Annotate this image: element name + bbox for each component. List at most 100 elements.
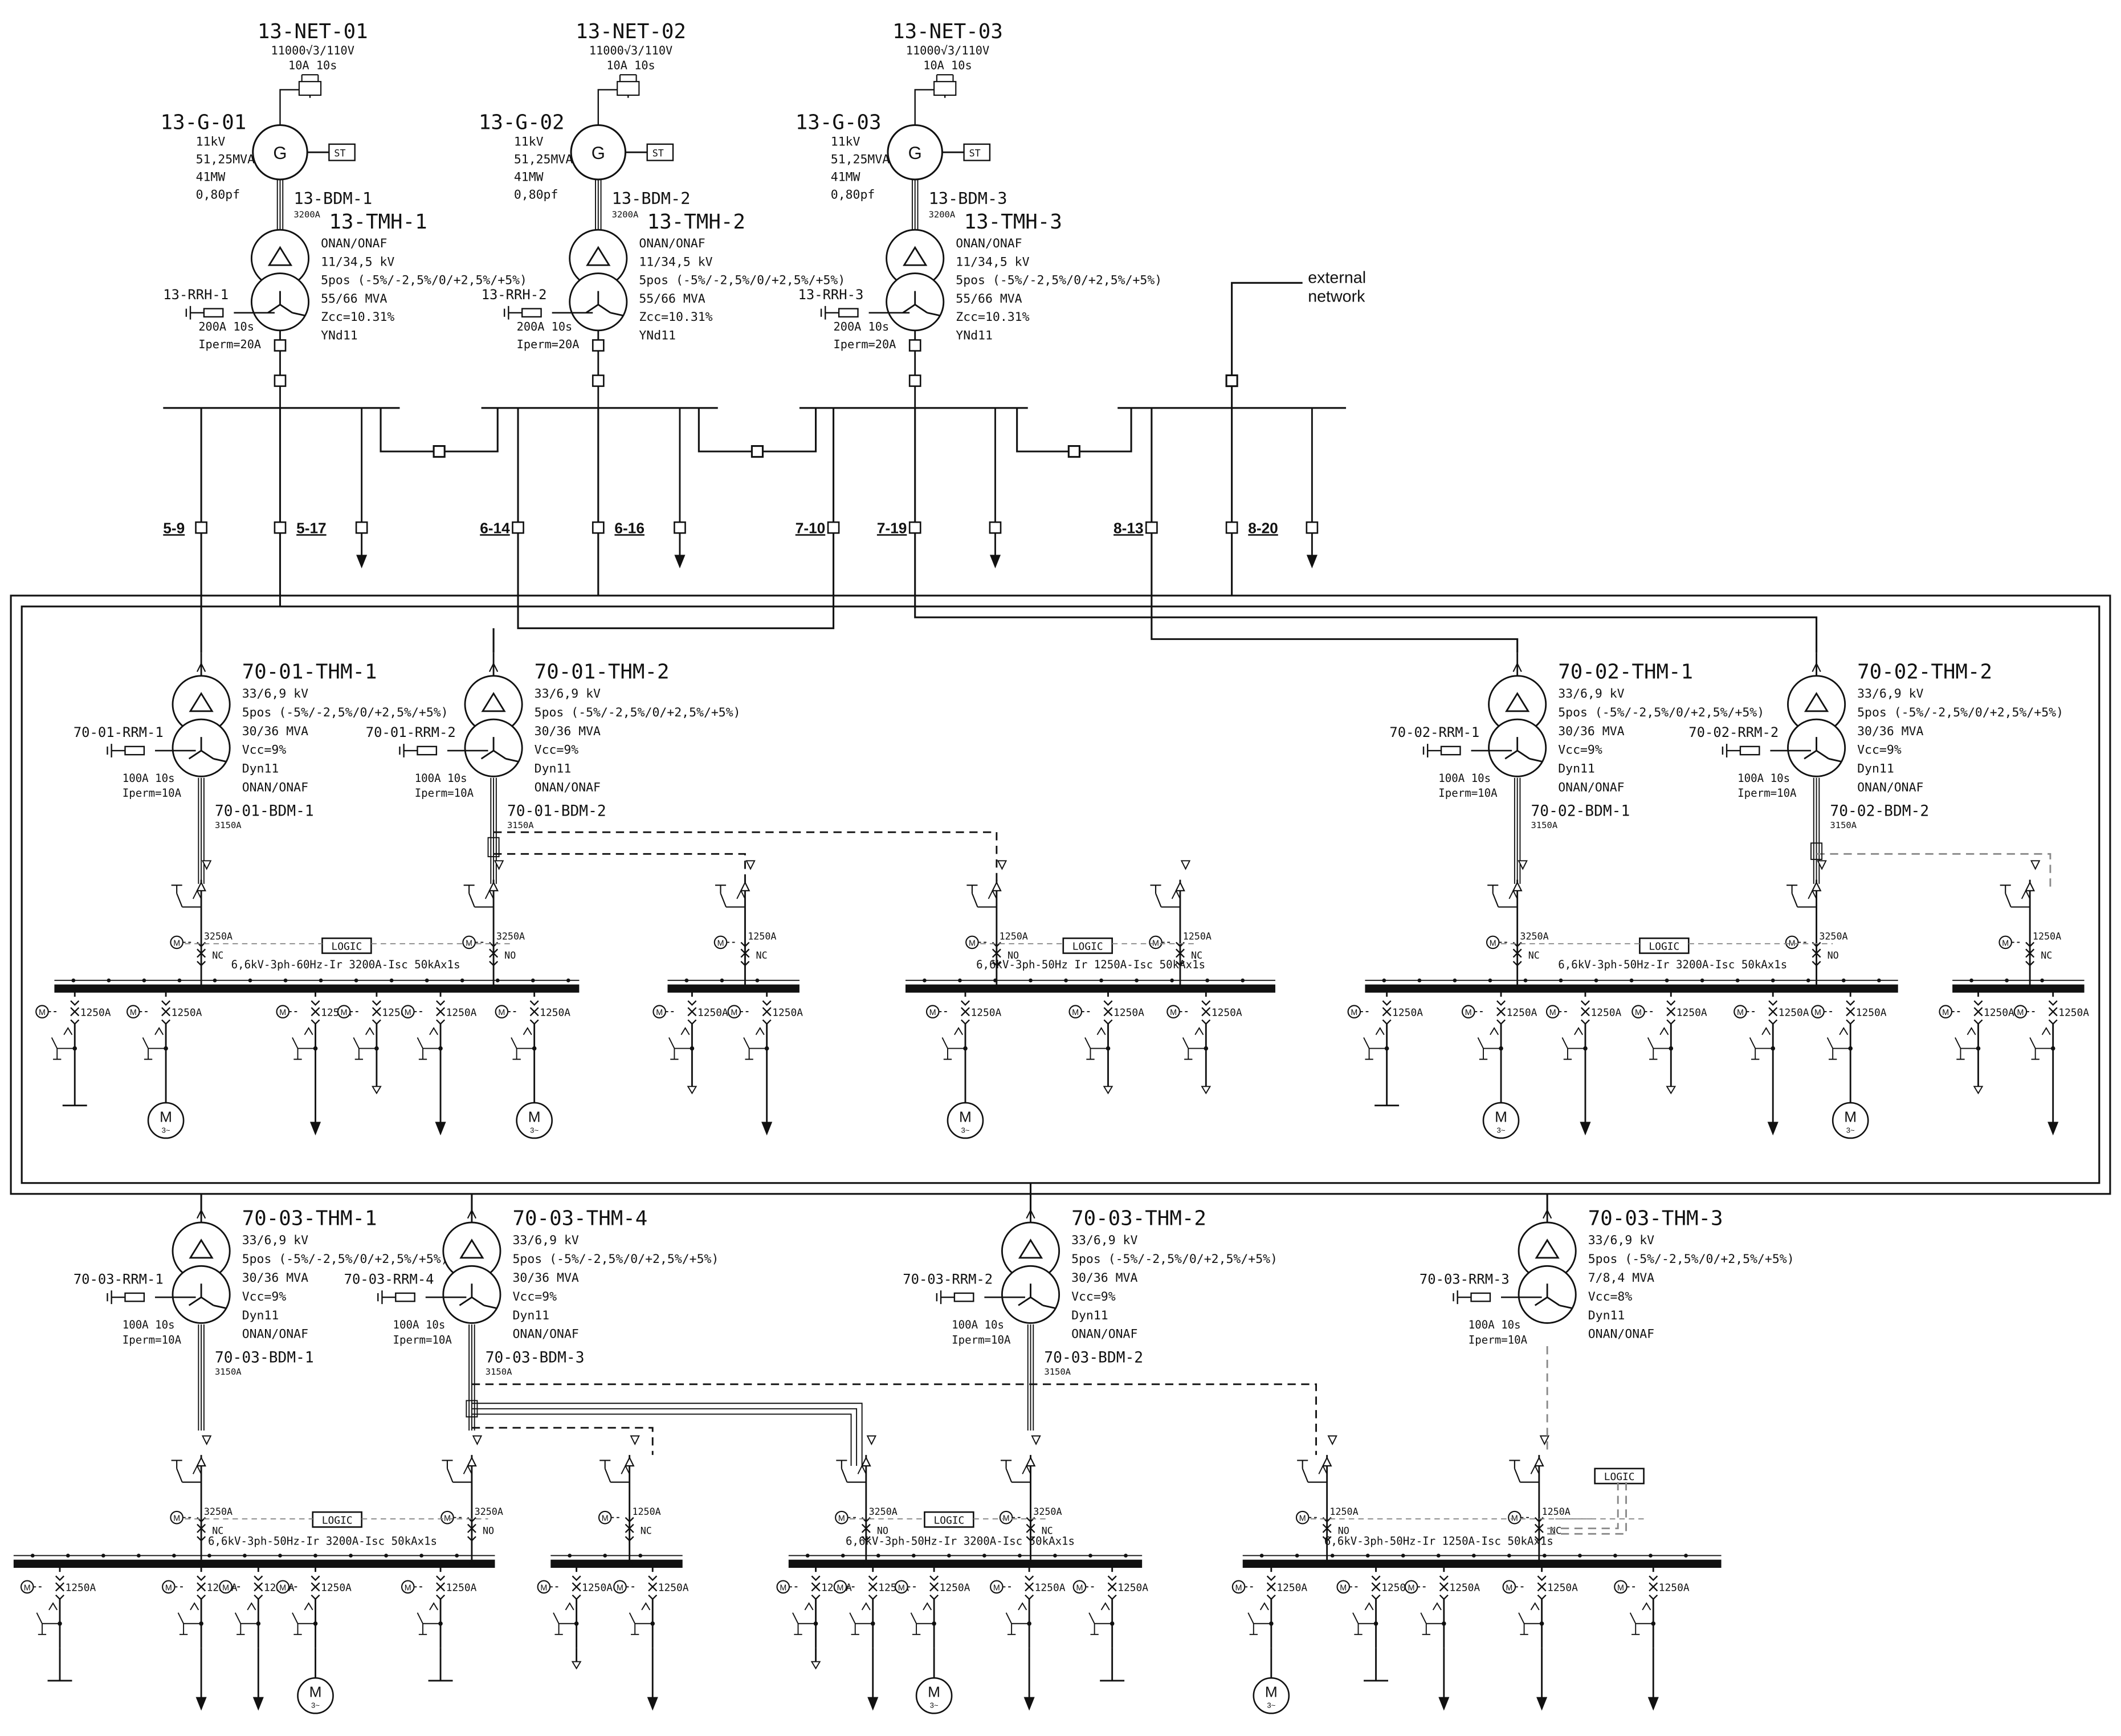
neutral-point xyxy=(484,1305,497,1309)
feeder-breaker-3-2[interactable] xyxy=(1580,1000,1590,1025)
feeder-earthing-switch-icon xyxy=(941,1037,965,1060)
busbar-tap-dot xyxy=(1507,1554,1511,1558)
feeder-breaker-4-1[interactable] xyxy=(2048,1000,2058,1025)
feeder-breaker-7-1[interactable] xyxy=(868,1575,878,1600)
incomer-breaker-4-0[interactable] xyxy=(2025,942,2035,967)
bus-tie-breaker-2[interactable] xyxy=(750,445,764,458)
feeder-breaker-0-3[interactable] xyxy=(372,1000,381,1025)
feeder-breaker-8-20[interactable] xyxy=(1225,521,1238,534)
feeder-breaker-7-0[interactable] xyxy=(811,1575,821,1600)
feeder-breaker-3-0[interactable] xyxy=(1382,1000,1392,1025)
feeder-breaker-5-1[interactable] xyxy=(197,1575,206,1600)
incomer-breaker-6-0[interactable] xyxy=(625,1517,634,1542)
feeder-breaker-0-5[interactable] xyxy=(529,1000,539,1025)
feeder-breaker-8-0[interactable] xyxy=(1266,1575,1276,1600)
logic-box-3[interactable] xyxy=(1639,937,1690,954)
feeder-breaker-4-0[interactable] xyxy=(1973,1000,1983,1025)
feeder-breaker-8-13[interactable] xyxy=(1145,521,1158,534)
feeder-breaker-5-9[interactable] xyxy=(195,521,207,534)
feeder-breaker-1-1[interactable] xyxy=(762,1000,772,1025)
feeder-breaker-0-0[interactable] xyxy=(70,1000,80,1025)
feeder-breaker-0-4[interactable] xyxy=(436,1000,446,1025)
busbar-tap-dot xyxy=(1330,1554,1335,1558)
feeder-ct-icon xyxy=(954,1026,964,1036)
junction-dot xyxy=(742,985,748,992)
breaker-icon xyxy=(529,1007,539,1017)
step-up-hv-breaker-1[interactable] xyxy=(274,339,287,352)
feeder-breaker-0-1[interactable] xyxy=(161,1000,171,1025)
step-up-resistor-name-3: 13-RRH-3 xyxy=(798,287,864,303)
distribution-transformer-spec: Vcc=9% xyxy=(242,743,287,757)
feeder-breaker-6-14[interactable] xyxy=(512,521,524,534)
step-up-busbar-breaker-1[interactable] xyxy=(274,374,287,387)
spare-breaker-4[interactable] xyxy=(1306,521,1319,534)
feeder-breaker-5-17[interactable] xyxy=(274,521,287,534)
step-up-hv-breaker-3[interactable] xyxy=(908,339,921,352)
feeder-earthing-switch-icon xyxy=(1182,1037,1206,1060)
feeder-earthing-switch-icon xyxy=(511,1037,535,1060)
busbar-tap-dot xyxy=(2005,978,2009,983)
busbar-tap-dot xyxy=(1806,978,1810,983)
feeder-breaker-3-5[interactable] xyxy=(1846,1000,1855,1025)
logic-box-8[interactable] xyxy=(1594,1468,1645,1485)
feeder-breaker-8-4[interactable] xyxy=(1649,1575,1658,1600)
feeder-breaker-7-4[interactable] xyxy=(1107,1575,1117,1600)
earthing-switch-icon xyxy=(2000,885,2030,908)
feeder-breaker-1-0[interactable] xyxy=(687,1000,697,1025)
feeder-breaker-3-3[interactable] xyxy=(1666,1000,1676,1025)
ring-inner xyxy=(21,605,2100,1184)
feeder-breaker-2-2[interactable] xyxy=(1201,1000,1211,1025)
feeder-breaker-5-3[interactable] xyxy=(311,1575,320,1600)
voltage-transformer-icon xyxy=(467,1456,477,1467)
spare-breaker-3[interactable] xyxy=(989,521,1002,534)
feeder-breaker-3-1[interactable] xyxy=(1496,1000,1506,1025)
logic-box-2[interactable] xyxy=(1062,937,1113,954)
resistor-icon xyxy=(124,745,145,756)
feeder-breaker-8-1[interactable] xyxy=(1371,1575,1381,1600)
feeder-breaker-2-1[interactable] xyxy=(1103,1000,1113,1025)
logic-box-0[interactable] xyxy=(321,937,372,954)
busbar-rating-label: 6,6kV-3ph-50Hz-Ir 3200A-Isc 50kAx1s xyxy=(1558,959,1787,971)
step-up-busbar-breaker-2[interactable] xyxy=(592,374,605,387)
feeder-earthing-switch-icon xyxy=(743,1037,767,1060)
feeder-breaker-5-0[interactable] xyxy=(55,1575,64,1600)
earthing-transformer-icon xyxy=(298,81,322,96)
feeder-breaker-5-2[interactable] xyxy=(254,1575,263,1600)
generator-spec: 41MW xyxy=(196,170,226,184)
feeder-breaker-7-2[interactable] xyxy=(929,1575,939,1600)
external-network-breaker[interactable] xyxy=(1225,374,1238,388)
feeder-rating-label: 1250A xyxy=(1507,1006,1537,1018)
motor-operator-label: M xyxy=(165,1583,172,1592)
feeder-breaker-8-3[interactable] xyxy=(1537,1575,1547,1600)
step-up-busbar-breaker-3[interactable] xyxy=(908,374,921,387)
incomer-breaker-1-0[interactable] xyxy=(740,942,750,967)
logic-box-5[interactable] xyxy=(312,1511,362,1528)
feeder-breaker-0-2[interactable] xyxy=(311,1000,320,1025)
generator-spec: 51,25MVA xyxy=(196,152,255,166)
feeder-ct-icon xyxy=(48,1602,58,1611)
feeder-breaker-5-4[interactable] xyxy=(436,1575,446,1600)
busbar-tap-dot xyxy=(603,1554,607,1558)
resistor-icon xyxy=(521,308,542,318)
feeder-breaker-6-0[interactable] xyxy=(572,1575,581,1600)
gen-busduct-name-1: 13-BDM-1 xyxy=(293,189,372,208)
incomer-terminal-icon xyxy=(2030,860,2041,870)
breaker-icon xyxy=(740,948,750,958)
feeder-breaker-6-16[interactable] xyxy=(592,521,605,534)
bus-tie-breaker-1[interactable] xyxy=(433,445,446,458)
feeder-breaker-8-2[interactable] xyxy=(1439,1575,1449,1600)
step-up-hv-breaker-2[interactable] xyxy=(592,339,605,352)
spare-breaker-2[interactable] xyxy=(674,521,686,534)
feeder-breaker-6-1[interactable] xyxy=(648,1575,658,1600)
feeder-earthing-switch-icon xyxy=(292,1612,316,1635)
feeder-breaker-3-4[interactable] xyxy=(1768,1000,1778,1025)
feeder-breaker-7-19[interactable] xyxy=(908,521,921,534)
feeder-breaker-7-10[interactable] xyxy=(827,521,840,534)
breaker-icon xyxy=(1371,1582,1381,1592)
motor-operator-label: M xyxy=(222,1583,229,1592)
bus-tie-breaker-3[interactable] xyxy=(1067,445,1080,458)
spare-breaker-1[interactable] xyxy=(355,521,368,534)
feeder-breaker-7-3[interactable] xyxy=(1025,1575,1034,1600)
feeder-breaker-2-0[interactable] xyxy=(960,1000,970,1025)
logic-box-7[interactable] xyxy=(924,1511,974,1528)
